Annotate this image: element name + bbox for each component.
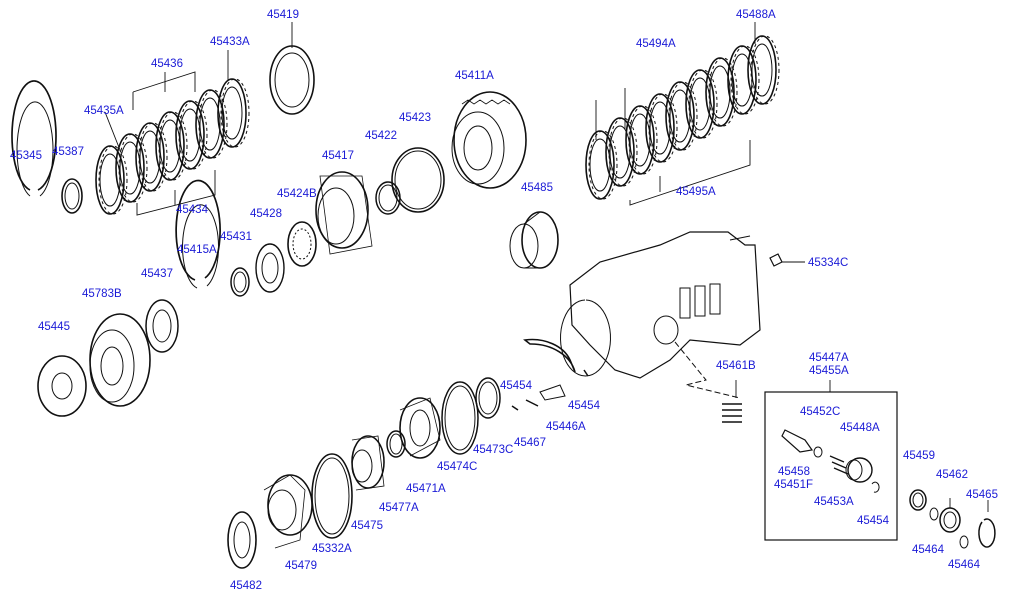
part-45461B-spring bbox=[722, 380, 742, 423]
label-45434[interactable]: 45434 bbox=[176, 204, 208, 216]
label-45428[interactable]: 45428 bbox=[250, 208, 282, 220]
part-45485-gear-sleeve bbox=[509, 211, 559, 269]
label-45446A[interactable]: 45446A bbox=[546, 421, 586, 433]
part-45465-snap-ring bbox=[978, 500, 996, 548]
label-45783B[interactable]: 45783B bbox=[82, 288, 122, 300]
label-45431[interactable]: 45431 bbox=[220, 231, 252, 243]
label-45475[interactable]: 45475 bbox=[351, 520, 383, 532]
label-45452C[interactable]: 45452C bbox=[800, 406, 841, 418]
part-45448A-piston bbox=[845, 457, 873, 483]
part-45445-plate bbox=[37, 355, 87, 417]
part-45423-ring bbox=[391, 147, 445, 213]
part-45332A-ring bbox=[311, 453, 353, 539]
label-45437[interactable]: 45437 bbox=[141, 268, 173, 280]
label-45454-right[interactable]: 45454 bbox=[568, 400, 600, 412]
label-45433A[interactable]: 45433A bbox=[210, 36, 250, 48]
label-45464-right[interactable]: 45464 bbox=[948, 559, 980, 571]
label-45451F[interactable]: 45451F bbox=[774, 479, 814, 491]
label-45471A[interactable]: 45471A bbox=[406, 483, 446, 495]
label-45453A[interactable]: 45453A bbox=[814, 496, 854, 508]
label-45447A[interactable]: 45447A bbox=[809, 352, 849, 364]
part-45424B-bearing bbox=[287, 221, 317, 267]
leader-lines-upper-left bbox=[104, 22, 293, 216]
part-45334C-clip bbox=[769, 253, 805, 267]
part-45464-oring-b bbox=[959, 535, 969, 549]
part-45411A-gear-hub bbox=[451, 91, 527, 189]
label-45458[interactable]: 45458 bbox=[778, 466, 810, 478]
part-45471A-piston bbox=[399, 397, 441, 459]
label-45477A[interactable]: 45477A bbox=[379, 502, 419, 514]
part-45462-plug bbox=[939, 498, 961, 533]
part-45452C-oring bbox=[813, 446, 823, 458]
label-45482[interactable]: 45482 bbox=[230, 580, 262, 592]
part-45417-flange bbox=[315, 171, 373, 255]
label-45332A[interactable]: 45332A bbox=[312, 543, 352, 555]
label-45411A[interactable]: 45411A bbox=[455, 70, 494, 82]
label-45387[interactable]: 45387 bbox=[52, 146, 84, 158]
leader-lines-upper-right bbox=[595, 22, 756, 206]
label-45345[interactable]: 45345 bbox=[10, 150, 42, 162]
part-45431-ring bbox=[230, 267, 250, 297]
parts-45454-45467 bbox=[511, 369, 589, 411]
label-45485[interactable]: 45485 bbox=[521, 182, 553, 194]
label-45459[interactable]: 45459 bbox=[903, 450, 935, 462]
part-45415A-snap-ring bbox=[175, 179, 221, 289]
label-45415A[interactable]: 45415A bbox=[177, 244, 217, 256]
label-45417[interactable]: 45417 bbox=[322, 150, 354, 162]
part-45453A-spring bbox=[829, 455, 849, 475]
part-45387-ring bbox=[61, 178, 83, 214]
label-45424B[interactable]: 45424B bbox=[277, 188, 317, 200]
part-45474C-ring bbox=[441, 381, 479, 455]
part-45345-snap-ring bbox=[11, 80, 57, 197]
label-45448A[interactable]: 45448A bbox=[840, 422, 880, 434]
label-45494A[interactable]: 45494A bbox=[636, 38, 676, 50]
transmission-housing bbox=[560, 231, 761, 399]
label-45436[interactable]: 45436 bbox=[151, 58, 183, 70]
label-45495A[interactable]: 45495A bbox=[676, 186, 716, 198]
label-45488A[interactable]: 45488A bbox=[736, 9, 776, 21]
part-45473C-ring bbox=[475, 377, 501, 419]
part-45482-gear bbox=[227, 511, 257, 569]
label-45474C[interactable]: 45474C bbox=[437, 461, 478, 473]
label-45473C[interactable]: 45473C bbox=[473, 444, 514, 456]
accumulator-kit-box bbox=[764, 391, 898, 541]
label-45445[interactable]: 45445 bbox=[38, 321, 70, 333]
label-45455A[interactable]: 45455A bbox=[809, 365, 849, 377]
part-45479-carrier bbox=[263, 474, 313, 549]
label-45435A[interactable]: 45435A bbox=[84, 105, 124, 117]
part-45419-ring bbox=[269, 45, 315, 115]
label-45461B[interactable]: 45461B bbox=[716, 360, 756, 372]
label-45419[interactable]: 45419 bbox=[267, 9, 299, 21]
part-45458-pin bbox=[781, 429, 814, 453]
label-45462[interactable]: 45462 bbox=[936, 469, 968, 481]
label-45454-left[interactable]: 45454 bbox=[500, 380, 532, 392]
label-45422[interactable]: 45422 bbox=[365, 130, 397, 142]
label-45423[interactable]: 45423 bbox=[399, 112, 431, 124]
label-45464-left[interactable]: 45464 bbox=[912, 544, 944, 556]
part-45437-thrust-washer bbox=[145, 299, 179, 353]
label-45334C[interactable]: 45334C bbox=[808, 257, 849, 269]
part-45454-clip bbox=[871, 481, 880, 493]
part-45459-ring bbox=[909, 489, 927, 511]
part-45422-ring bbox=[375, 181, 401, 215]
part-45446A-band bbox=[523, 338, 576, 401]
label-45465[interactable]: 45465 bbox=[966, 489, 998, 501]
clutch-pack-45494A bbox=[585, 35, 780, 200]
part-45783B-gear bbox=[89, 313, 151, 407]
label-45454-box[interactable]: 45454 bbox=[857, 515, 889, 527]
part-45477A-ring bbox=[386, 430, 406, 458]
part-45475-hub bbox=[351, 435, 385, 491]
part-45464-oring-a bbox=[929, 507, 939, 521]
label-45467[interactable]: 45467 bbox=[514, 437, 546, 449]
part-45428-washer bbox=[255, 243, 285, 293]
label-45479[interactable]: 45479 bbox=[285, 560, 317, 572]
